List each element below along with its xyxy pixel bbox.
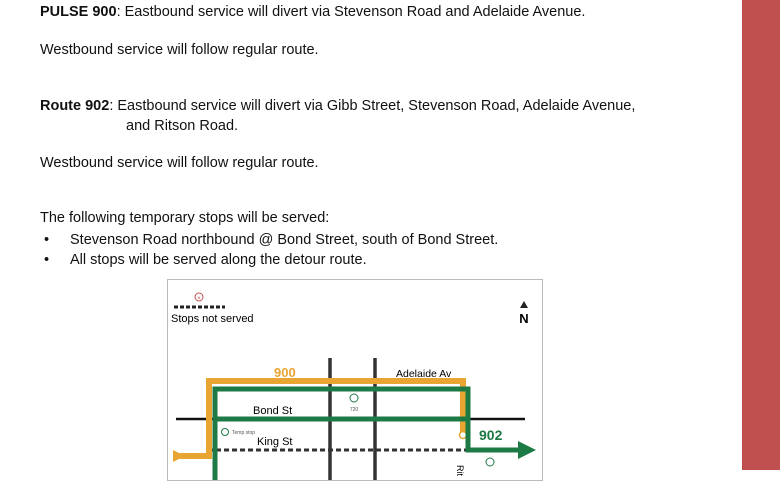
route-902-arrow bbox=[518, 441, 536, 459]
route-902-label: 902 bbox=[479, 427, 503, 443]
temp-stops-intro: The following temporary stops will be se… bbox=[40, 210, 330, 226]
stop-icon bbox=[458, 430, 468, 440]
route-900-line bbox=[180, 378, 466, 459]
temp-stop-label: Temp stop bbox=[232, 430, 255, 436]
north-arrow-icon bbox=[520, 301, 528, 308]
legend-label: Stops not served bbox=[171, 313, 254, 325]
route902-westbound: Westbound service will follow regular ro… bbox=[40, 155, 319, 171]
route-902-line bbox=[212, 386, 523, 480]
street-ritson: Rit bbox=[455, 465, 465, 476]
street-king: King St bbox=[257, 436, 292, 448]
route-900-label: 900 bbox=[274, 365, 296, 380]
street-bond: Bond St bbox=[253, 405, 292, 417]
stop-720-label: 720 bbox=[350, 407, 359, 413]
pulse900-paragraph: PULSE 900: Eastbound service will divert… bbox=[40, 4, 585, 20]
route902-text-cont: and Ritson Road. bbox=[126, 118, 239, 134]
north-label: N bbox=[519, 311, 528, 326]
route-900-arrow bbox=[173, 450, 185, 462]
pulse900-label: PULSE 900 bbox=[40, 4, 117, 20]
pulse900-westbound: Westbound service will follow regular ro… bbox=[40, 42, 319, 58]
stop-not-served-icon: × bbox=[174, 292, 225, 309]
temp-stop-icon bbox=[221, 428, 229, 436]
street-adelaide: Adelaide Av bbox=[396, 368, 452, 380]
route902-text: : Eastbound service will divert via Gibb… bbox=[109, 98, 636, 114]
stop-icon bbox=[485, 457, 495, 467]
sidebar-accent-bar bbox=[742, 0, 780, 470]
pulse900-text: : Eastbound service will divert via Stev… bbox=[116, 4, 586, 20]
route902-paragraph: Route 902: Eastbound service will divert… bbox=[40, 98, 635, 114]
list-item: All stops will be served along the detou… bbox=[40, 250, 498, 270]
route902-label: Route 902 bbox=[40, 98, 110, 114]
svg-text:×: × bbox=[197, 296, 201, 302]
list-item: Stevenson Road northbound @ Bond Street,… bbox=[40, 230, 498, 250]
temp-stops-list: Stevenson Road northbound @ Bond Street,… bbox=[40, 230, 498, 270]
detour-map: × Stops not served N 900 902 Adelaide Av… bbox=[167, 279, 543, 481]
stop-720-icon bbox=[349, 393, 359, 403]
